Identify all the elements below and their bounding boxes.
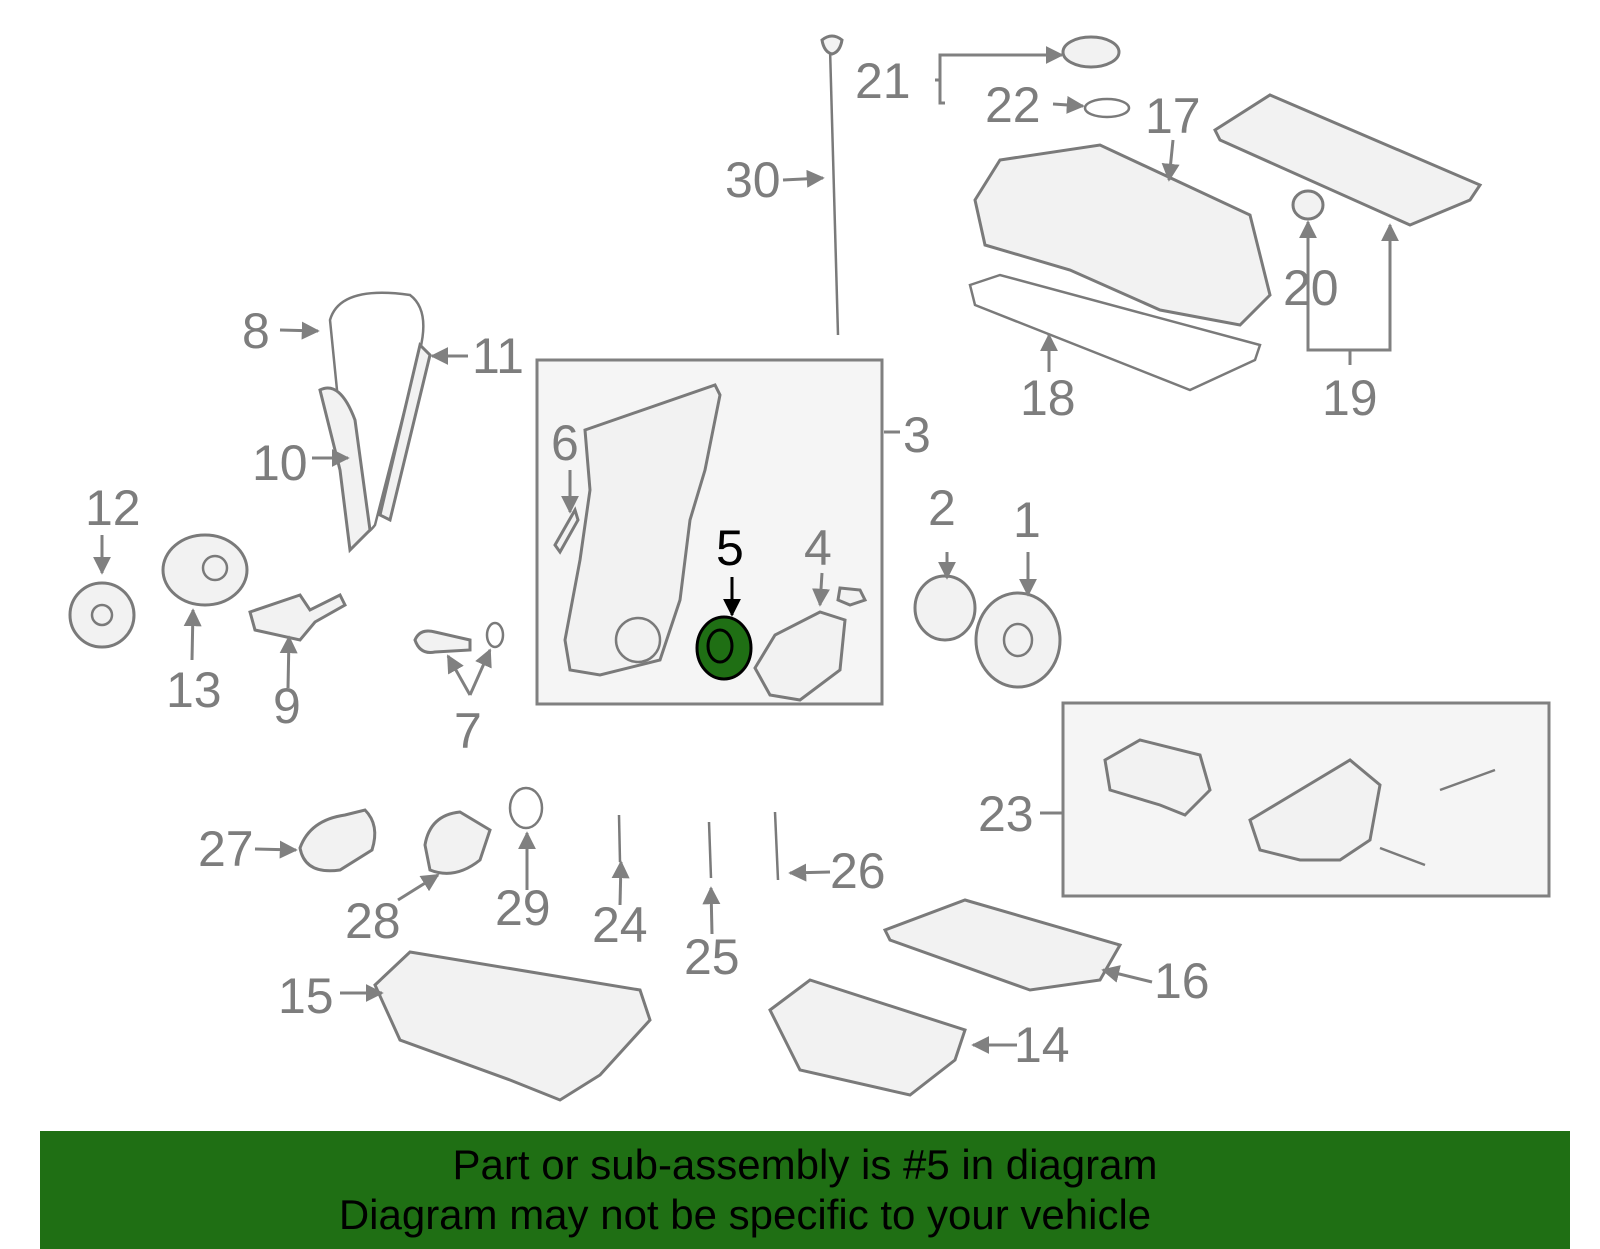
callout-17: 17 [1145,88,1201,144]
cam-sprocket [68,581,136,649]
callout-14: 14 [1014,1017,1070,1073]
callout-5: 5 [716,520,744,576]
callout-29: 29 [495,880,551,936]
chain-guide [378,342,432,523]
valve-cover [973,143,1272,327]
timing-cover-port [614,616,662,664]
bolt-24 [617,814,622,863]
callout-19: 19 [1322,370,1378,426]
side-cover-bolt [836,586,868,607]
callout-12: 12 [85,480,141,536]
callout-21: 21 [855,53,911,109]
timing-chain-cover [563,383,722,677]
chain-tensioner [248,592,347,642]
engine-top-cover [1213,93,1483,227]
cover-grommet [1291,189,1325,221]
bolt-25 [707,821,713,879]
filter-housing [423,810,492,875]
callout-22: 22 [985,77,1041,133]
crank-pulley [974,591,1062,689]
crank-sprocket [913,574,977,642]
callout-15: 15 [278,968,334,1024]
callout-10: 10 [252,435,308,491]
callout-30: 30 [725,152,781,208]
lower-oil-pan [768,978,967,1097]
upper-oil-pan [373,950,652,1102]
callout-18: 18 [1020,370,1076,426]
valve-cover-gasket [968,273,1262,392]
callout-16: 16 [1154,953,1210,1009]
oil-pan-baffle [882,898,1123,992]
banner-disclaimer-line: Diagram may not be specific to your vehi… [338,1191,1152,1238]
callout-4: 4 [804,520,832,576]
callout-25: 25 [684,929,740,985]
info-banner: Part or sub-assembly is #5 in diagram Di… [40,1131,1570,1249]
oil-pump-body [1103,738,1212,817]
callout-6: 6 [551,415,579,471]
callout-3: 3 [903,407,931,463]
cam-sprocket-hub [90,603,114,627]
cover-gasket-piece [553,506,580,555]
long-bolt [1379,846,1426,867]
callout-23: 23 [978,786,1034,842]
tensioner-bolt [413,629,472,654]
callout-28: 28 [345,893,401,949]
callout-20: 20 [1283,260,1339,316]
tensioner-washer [485,621,505,649]
callout-1: 1 [1013,492,1041,548]
crank-pulley-hub [1002,622,1034,658]
callout-26: 26 [830,843,886,899]
chain-tensioner-arm [318,386,372,554]
callout-7: 7 [454,703,482,759]
banner-part-line: Part or sub-assembly is #5 in diagram [452,1141,1158,1188]
callout-2: 2 [928,480,956,536]
callout-9: 9 [273,678,301,734]
relief-spring [1439,768,1496,792]
crankshaft-oil-seal-highlighted [695,615,753,681]
callout-24: 24 [592,897,648,953]
callout-27: 27 [198,821,254,877]
filter-oring [508,786,544,830]
dipstick [820,34,844,336]
vtc-actuator [161,533,249,607]
oil-cap-gasket [1083,97,1131,119]
vtc-actuator-hub [201,554,229,582]
oil-filler-cap [1061,35,1121,69]
leader-lines [93,46,1399,1054]
callout-8: 8 [242,303,270,359]
balancer-housing [1248,758,1382,862]
oil-filter [298,808,377,873]
bolt-26 [773,811,780,881]
callout-11: 11 [472,328,524,384]
callout-13: 13 [166,662,222,718]
side-cover [753,610,847,702]
